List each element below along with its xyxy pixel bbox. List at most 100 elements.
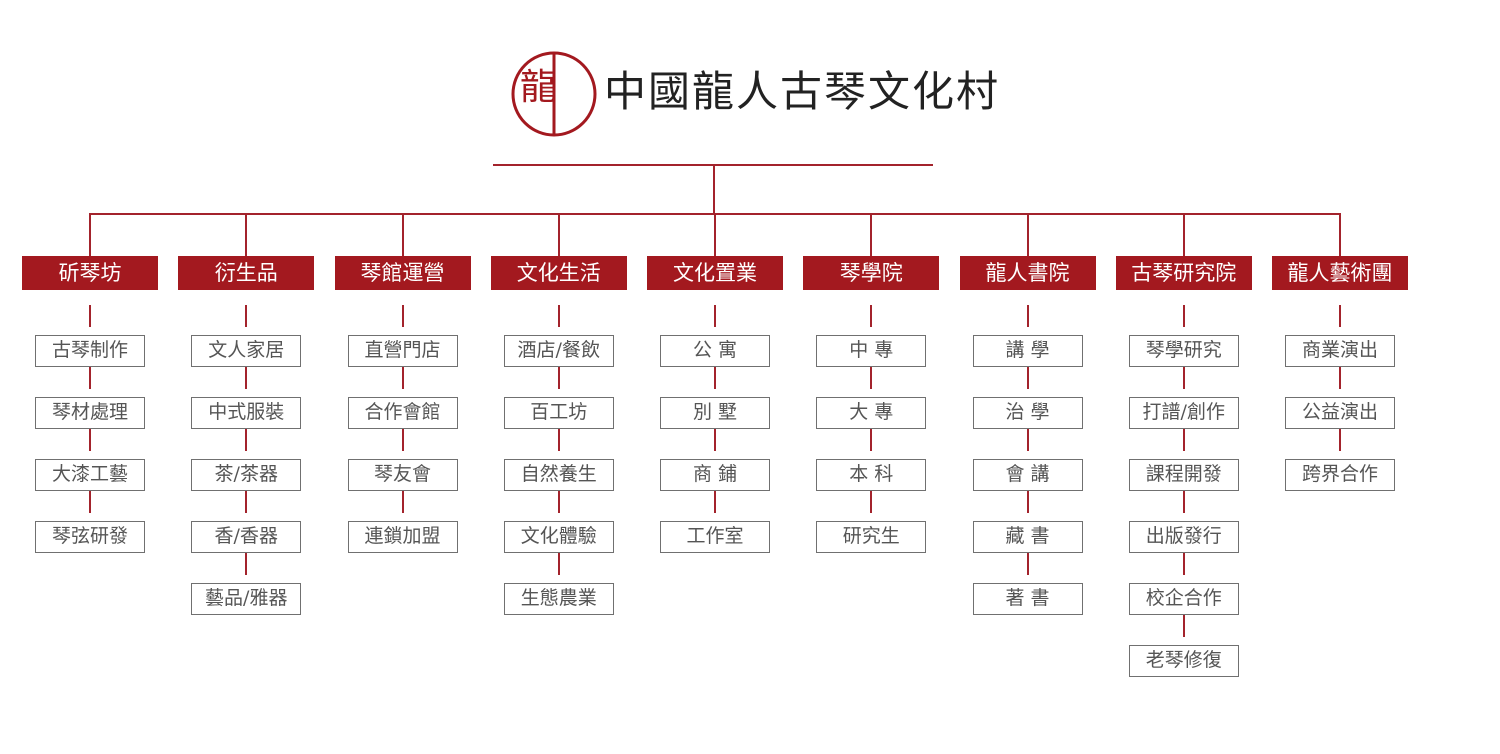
category-header: 衍生品 (178, 256, 315, 290)
org-logo: 龍 中國龍人古琴文化村 (510, 50, 998, 140)
item-connector (89, 367, 91, 389)
item-box: 大漆工藝 (35, 459, 145, 491)
item-box: 大 專 (816, 397, 927, 429)
category-header: 斫琴坊 (22, 256, 158, 290)
item-connector (870, 429, 873, 451)
page-title: 中國龍人古琴文化村 (604, 67, 1001, 116)
category-header: 龍人藝術團 (1272, 256, 1408, 290)
item-box: 公益演出 (1285, 397, 1395, 429)
item-box: 百工坊 (503, 397, 614, 429)
item-box: 商 鋪 (660, 459, 770, 491)
item-connector (401, 491, 404, 513)
header-connector (89, 214, 91, 256)
item-box: 公 寓 (660, 335, 770, 367)
item-connector (714, 367, 716, 389)
item-connector (401, 305, 404, 327)
category-header: 琴館運營 (334, 256, 471, 290)
item-box: 合作會館 (347, 397, 458, 429)
item-box: 香/香器 (191, 521, 302, 553)
item-box: 琴友會 (347, 459, 458, 491)
item-box: 治 學 (972, 397, 1083, 429)
item-box: 文化體驗 (503, 521, 614, 553)
item-connector (1339, 305, 1341, 327)
header-connector (870, 214, 873, 256)
item-connector (1182, 491, 1185, 513)
item-connector (89, 429, 91, 451)
item-connector (870, 305, 873, 327)
item-box: 跨界合作 (1285, 459, 1395, 491)
item-box: 酒店/餐飲 (503, 335, 614, 367)
item-box: 工作室 (660, 521, 770, 553)
item-box: 藝品/雅器 (191, 583, 302, 615)
item-connector (870, 491, 873, 513)
item-connector (714, 491, 716, 513)
header-connector (1182, 214, 1185, 256)
seal-emblem-icon (511, 51, 597, 137)
item-connector (401, 367, 404, 389)
item-box: 中 專 (816, 335, 927, 367)
item-connector (89, 305, 91, 327)
item-box: 琴弦研發 (35, 521, 145, 553)
item-connector (557, 491, 560, 513)
item-box: 別 墅 (660, 397, 770, 429)
item-connector (870, 367, 873, 389)
category-header: 龍人書院 (959, 256, 1096, 290)
item-connector (245, 305, 248, 327)
item-box: 古琴制作 (35, 335, 145, 367)
item-connector (714, 429, 716, 451)
item-connector (89, 491, 91, 513)
item-connector (557, 429, 560, 451)
item-connector (1026, 305, 1029, 327)
item-connector (1026, 367, 1029, 389)
item-box: 研究生 (816, 521, 927, 553)
category-header: 古琴研究院 (1115, 256, 1252, 290)
item-connector (557, 553, 560, 575)
item-connector (245, 553, 248, 575)
item-connector (557, 367, 560, 389)
item-box: 中式服裝 (191, 397, 302, 429)
item-box: 連鎖加盟 (347, 521, 458, 553)
category-header: 文化生活 (490, 256, 627, 290)
category-header: 琴學院 (803, 256, 940, 290)
item-box: 著 書 (972, 583, 1083, 615)
item-box: 茶/茶器 (191, 459, 302, 491)
item-box: 會 講 (972, 459, 1083, 491)
item-box: 文人家居 (191, 335, 302, 367)
header-connector (401, 214, 404, 256)
item-connector (1182, 367, 1185, 389)
header-connector (1339, 214, 1341, 256)
item-connector (1182, 553, 1185, 575)
item-box: 琴學研究 (1128, 335, 1239, 367)
item-connector (245, 367, 248, 389)
item-connector (1026, 429, 1029, 451)
item-connector (245, 491, 248, 513)
item-box: 生態農業 (503, 583, 614, 615)
item-connector (1339, 429, 1341, 451)
item-connector (245, 429, 248, 451)
item-connector (1182, 305, 1185, 327)
item-box: 打譜/創作 (1128, 397, 1239, 429)
item-connector (557, 305, 560, 327)
item-box: 商業演出 (1285, 335, 1395, 367)
item-connector (401, 429, 404, 451)
category-header: 文化置業 (647, 256, 783, 290)
seal-character: 龍 (519, 67, 556, 108)
header-connector (245, 214, 248, 256)
item-box: 琴材處理 (35, 397, 145, 429)
header-connector (557, 214, 560, 256)
item-box: 自然養生 (503, 459, 614, 491)
item-box: 課程開發 (1128, 459, 1239, 491)
item-box: 校企合作 (1128, 583, 1239, 615)
item-box: 藏 書 (972, 521, 1083, 553)
item-box: 本 科 (816, 459, 927, 491)
item-connector (1182, 429, 1185, 451)
item-connector (1026, 553, 1029, 575)
item-box: 老琴修復 (1128, 645, 1239, 677)
header-connector (1026, 214, 1029, 256)
item-box: 講 學 (972, 335, 1083, 367)
item-connector (1182, 615, 1185, 637)
item-connector (1026, 491, 1029, 513)
item-connector (1339, 367, 1341, 389)
trunk-connector (713, 165, 715, 215)
